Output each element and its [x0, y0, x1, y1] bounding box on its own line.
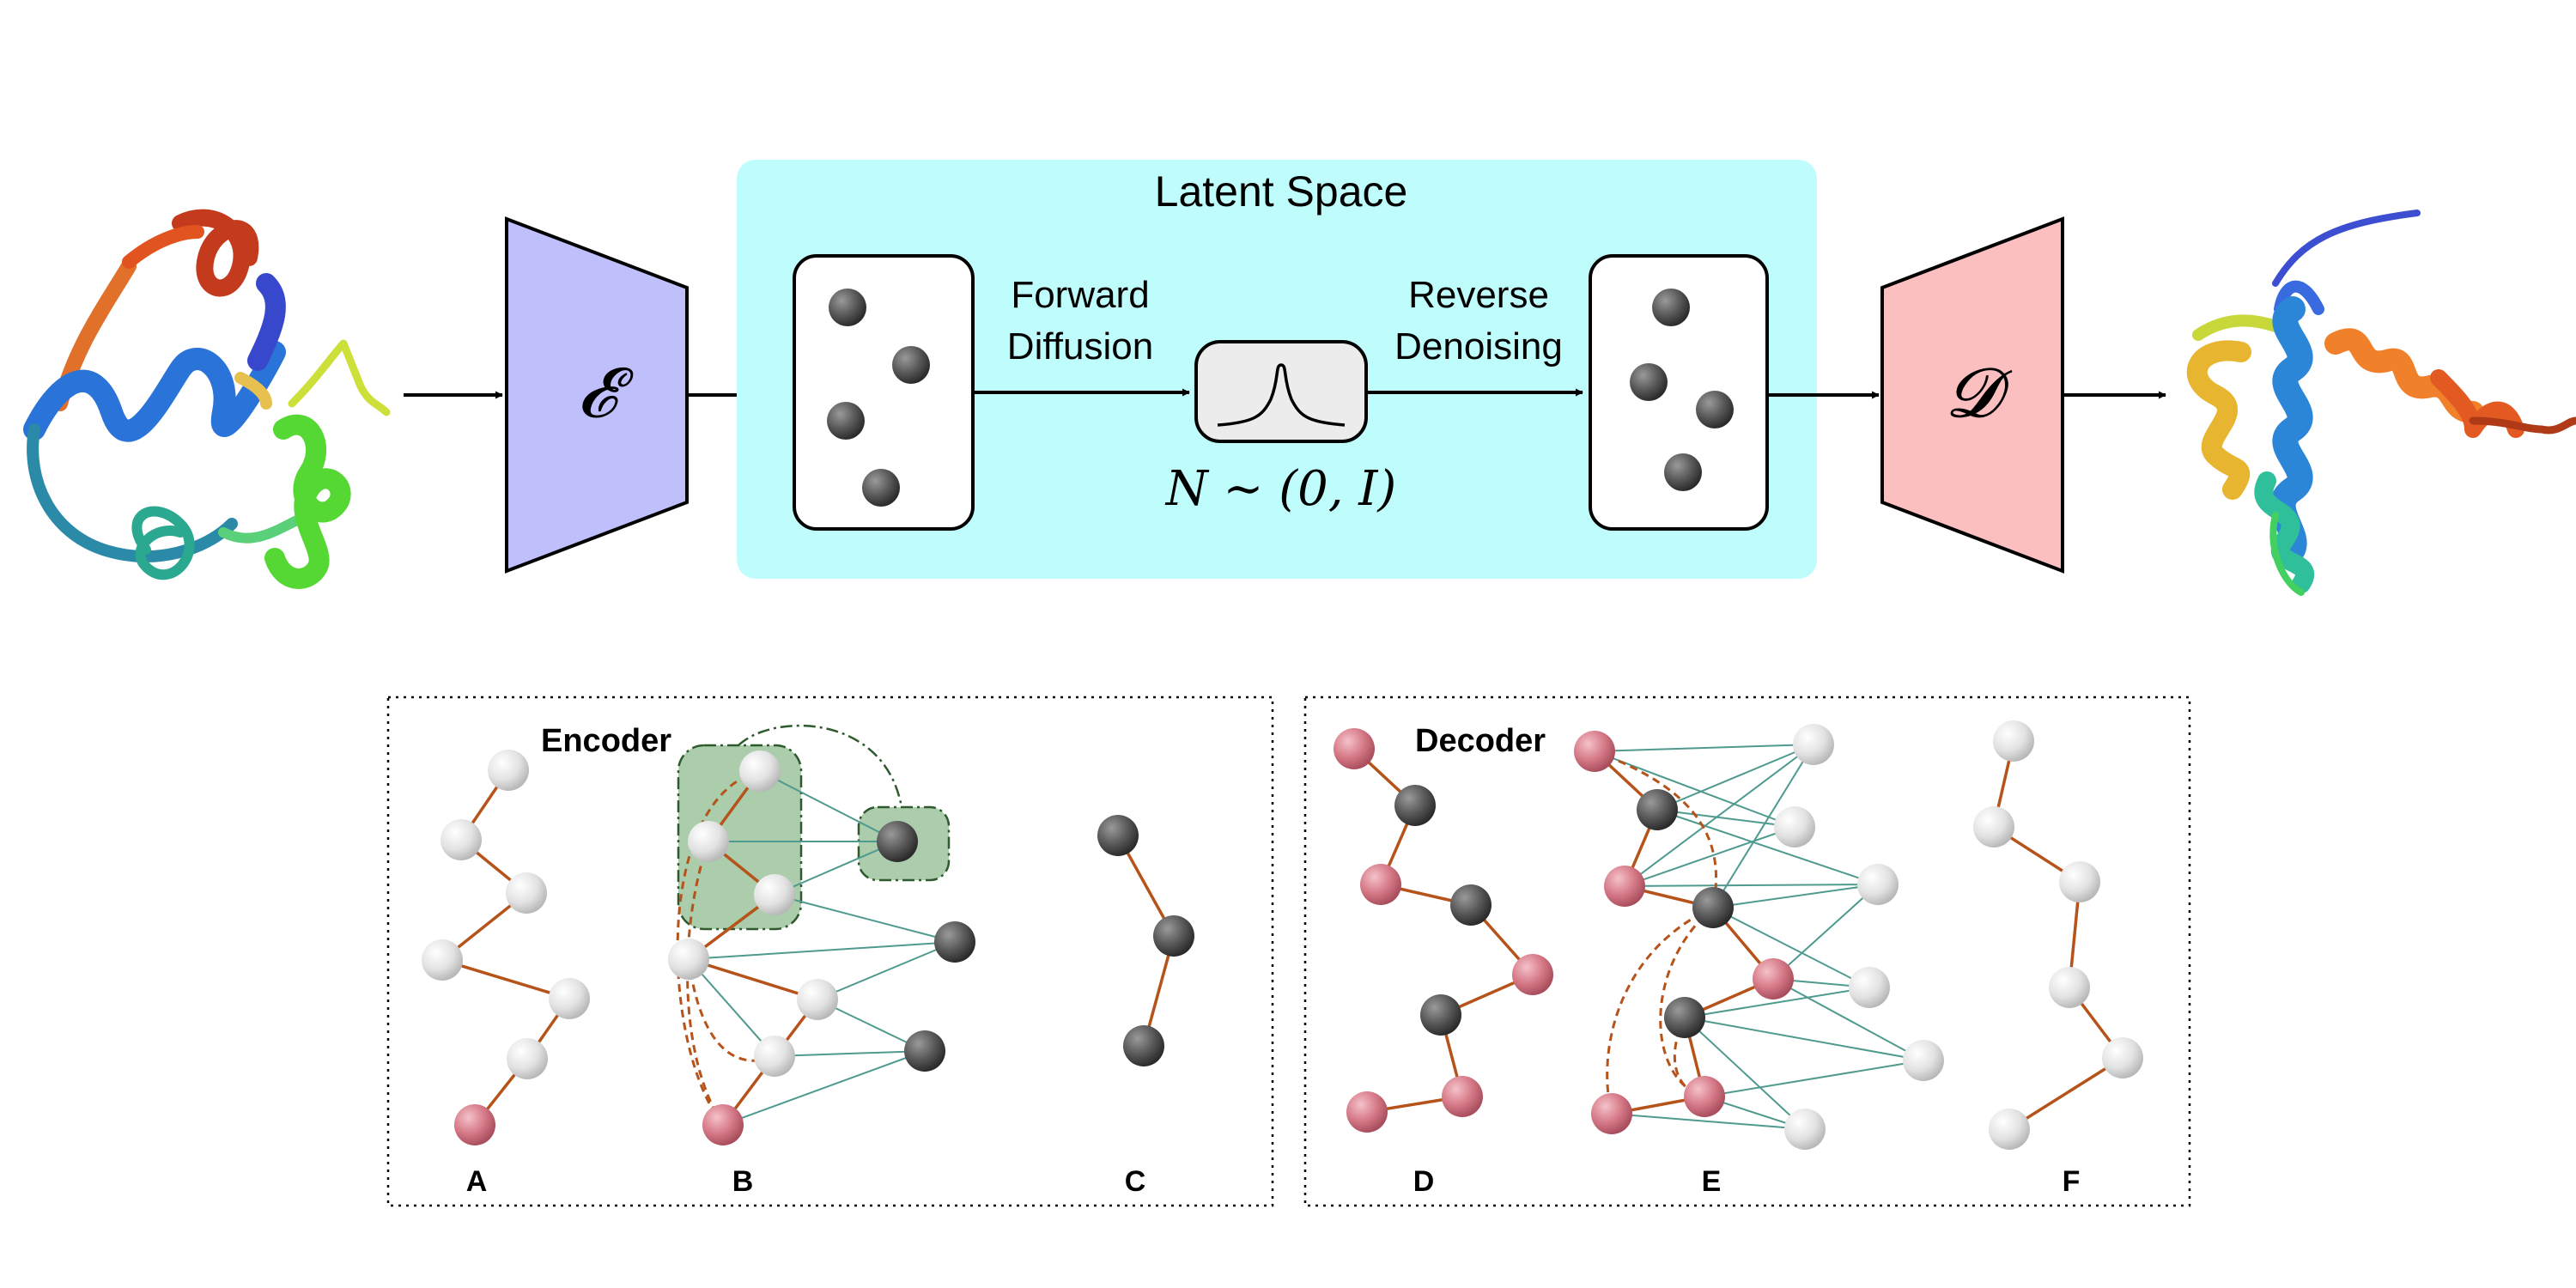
panel-label-c: C	[1125, 1165, 1146, 1198]
graph-f-reconstructed-chain	[1973, 720, 2143, 1150]
graph-d-mixed-chain	[1334, 728, 1553, 1133]
encoder-detail-panel	[386, 696, 1274, 1207]
decoder-panel-title: Decoder	[1415, 723, 1546, 759]
latent-node	[1696, 391, 1734, 428]
latent-node	[1652, 289, 1690, 326]
reverse-denoising-label-line2: Denoising	[1394, 325, 1563, 368]
panel-label-b: B	[732, 1165, 754, 1198]
panel-label-d: D	[1413, 1165, 1435, 1198]
forward-diffusion-label-line1: Forward	[1011, 274, 1149, 316]
gaussian-curve	[1217, 363, 1346, 427]
graph-c-latent-chain	[1097, 815, 1194, 1066]
latent-space-title: Latent Space	[1155, 167, 1408, 216]
encoder-block	[505, 216, 689, 574]
noise-distribution-formula: N ∼ (0, I)	[1164, 461, 1397, 517]
graph-e-decoder-message-passing	[1574, 724, 1944, 1150]
latent-node	[892, 346, 930, 384]
latent-node	[862, 469, 900, 507]
encoder-panel-title: Encoder	[541, 723, 671, 759]
latent-node	[1664, 453, 1702, 491]
decoder-block	[1880, 216, 2064, 574]
latent-box-denoised	[1589, 254, 1769, 531]
forward-diffusion-label-line2: Diffusion	[1007, 325, 1153, 368]
output-protein-illustration	[2186, 210, 2576, 596]
decoder-detail-panel	[1303, 696, 2191, 1207]
latent-node	[827, 402, 865, 440]
panel-label-e: E	[1702, 1165, 1722, 1198]
graph-a-residue-chain	[422, 750, 590, 1145]
latent-node	[829, 289, 866, 326]
panel-label-f: F	[2063, 1165, 2081, 1198]
panel-label-a: A	[466, 1165, 488, 1198]
reverse-denoising-label-line1: Reverse	[1408, 274, 1549, 316]
graph-b-encoder-message-passing	[668, 724, 975, 1145]
input-protein-illustration	[23, 209, 391, 589]
gaussian-noise-box	[1194, 340, 1368, 443]
latent-node	[1630, 363, 1668, 401]
